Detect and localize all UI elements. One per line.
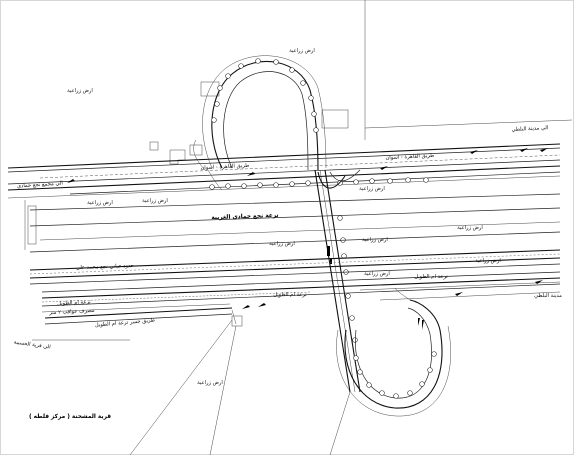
label-canal-tawil-left: ترعة ام الطويل <box>57 299 91 307</box>
label-to-beltagi: الي مدينة البلطي <box>511 125 548 133</box>
label-farm-strip-right: ارض زراعية <box>359 186 385 192</box>
label-farm-mid-1: ارض زراعية <box>269 241 295 247</box>
label-farm-bottom: ارض زراعية <box>197 380 223 386</box>
label-farm-rail-right: ارض زراعية <box>475 258 501 264</box>
canal-nag-hammadi <box>29 193 561 241</box>
label-canal-tawil-right: ترعة ام الطويل <box>414 274 448 280</box>
lower-boundary <box>129 319 351 455</box>
label-farm-right-1: ارض زراعية <box>457 225 483 231</box>
loop-bottom-markers <box>353 351 437 399</box>
label-road-canal-bank: طريق جسر ترعة ام الطويل <box>95 317 156 328</box>
lower-canals <box>41 271 561 325</box>
left-structures <box>24 200 243 341</box>
deck-piers <box>337 215 358 343</box>
label-road-cairo-aswan-right: طريق القاهرة - اسوان <box>385 153 434 162</box>
railway <box>29 231 561 285</box>
label-road-cairo-aswan-left: طريق القاهرة - اسوان <box>200 163 249 172</box>
plot-boundary <box>364 0 573 140</box>
loop-top-markers <box>211 58 319 133</box>
label-canal-tawil-mid: ترعة ام الطويل <box>273 292 307 298</box>
buildings-top <box>149 81 349 165</box>
label-farm-strip-mid: ارض زراعية <box>142 198 168 204</box>
label-to-beltagi-bottom: مدينة البلطي <box>534 293 562 299</box>
label-hod: حدود جباني نجع محمد علي <box>76 263 134 271</box>
label-drain: مصرف عواقب ٢ متر <box>48 308 95 316</box>
label-canal: ترعة نجع حمادي الغربية <box>211 213 278 221</box>
highway-cairo-aswan <box>7 143 561 199</box>
label-farm-left: ارض زراعية <box>67 88 93 94</box>
label-to-haseiba: الي قرية الحسيبة <box>13 339 51 350</box>
upper-loop-ramp <box>193 55 327 171</box>
label-village: قرية المشحنة ( مركز فلطه ) <box>29 413 111 420</box>
label-farm-top: ارض زراعية <box>289 48 315 54</box>
label-to-hamadi: الي مجمع نجع حمادي <box>17 180 63 189</box>
map-labels: ارض زراعية ارض زراعية الي مدينة البلطي ط… <box>13 48 562 420</box>
label-farm-mid-2: ارض زراعية <box>362 237 388 243</box>
label-farm-strip-left: ارض زراعية <box>87 200 113 206</box>
label-farm-rail-mid: ارض زراعية <box>364 271 390 277</box>
